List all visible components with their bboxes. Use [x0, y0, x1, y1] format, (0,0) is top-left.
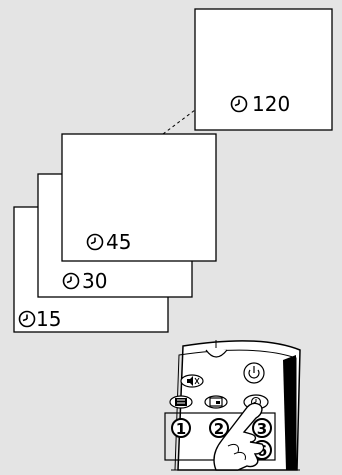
digit-2-button[interactable]: 2 — [209, 418, 229, 438]
digit-1-label: 1 — [176, 420, 186, 438]
connector-line — [162, 109, 196, 135]
screen-120: 120 — [194, 8, 333, 131]
remote-control: 1 2 3 6 — [164, 340, 301, 471]
timer-value-120: 120 — [252, 92, 290, 116]
mute-button[interactable] — [180, 374, 204, 388]
mute-icon — [187, 376, 193, 386]
digit-1-button[interactable]: 1 — [171, 418, 191, 438]
digit-2-label: 2 — [214, 420, 224, 438]
screen-45: 45 — [61, 133, 217, 262]
remote-side-shadow — [283, 355, 296, 470]
ir-window — [205, 349, 228, 358]
picture-in-picture-button[interactable] — [204, 395, 228, 409]
menu-icon — [175, 398, 187, 406]
timer-value-15: 15 — [36, 307, 61, 331]
timer-value-30: 30 — [82, 269, 107, 293]
digit-3-label: 3 — [257, 420, 267, 438]
power-icon — [248, 369, 260, 379]
pointing-hand-icon — [213, 402, 265, 471]
timer-value-45: 45 — [106, 230, 131, 254]
digit-3-button[interactable]: 3 — [252, 418, 272, 438]
picture-in-picture-icon — [209, 397, 223, 407]
power-button[interactable] — [243, 362, 265, 384]
menu-button[interactable] — [169, 395, 193, 409]
